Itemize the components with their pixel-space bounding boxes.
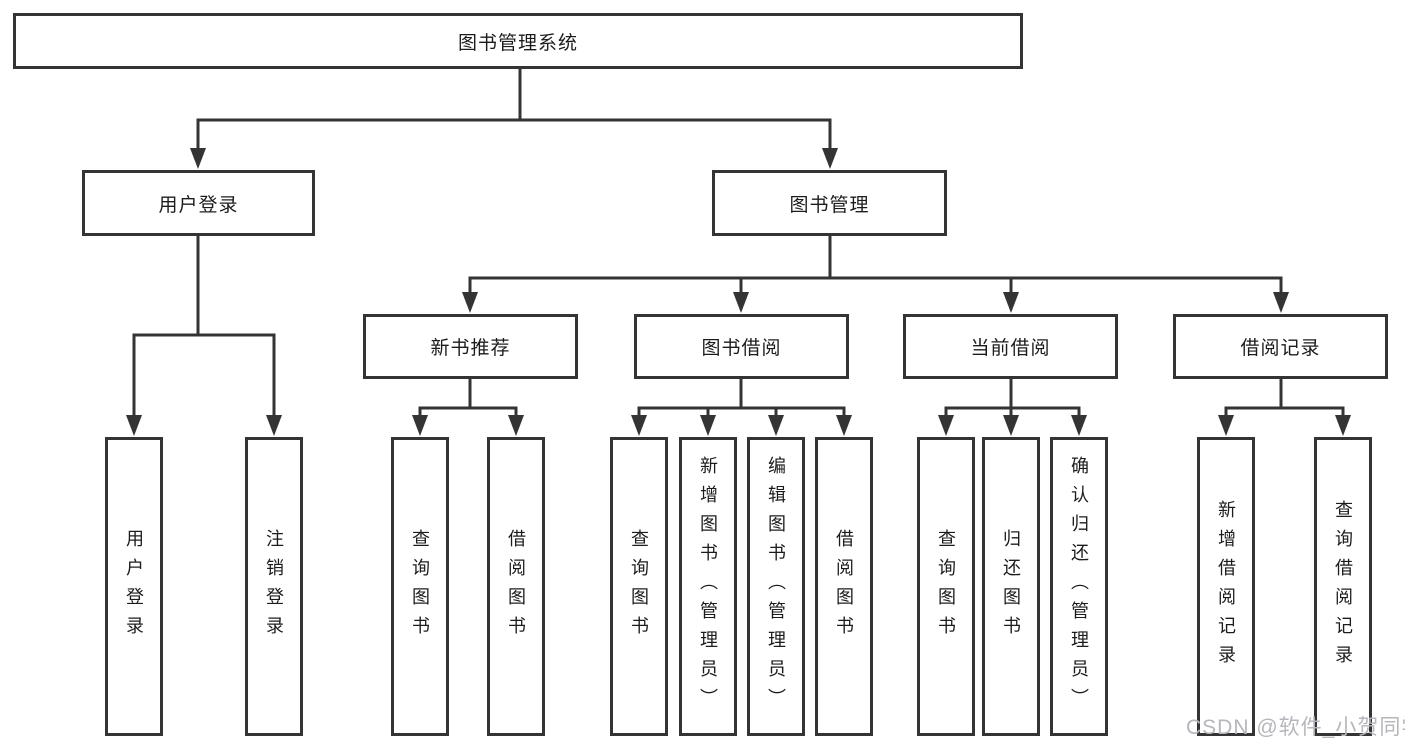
leaf-label: 查询借阅记录 — [1333, 499, 1353, 674]
leaf-logout: 注销登录 — [245, 437, 303, 736]
leaf-query-books-3: 查询图书 — [917, 437, 975, 736]
leaf-label: 借阅图书 — [834, 528, 854, 645]
node-new-book-recommend: 新书推荐 — [363, 314, 578, 379]
leaf-label: 归还图书 — [1001, 528, 1021, 645]
leaf-query-books-2: 查询图书 — [610, 437, 668, 736]
leaf-add-borrow-record: 新增借阅记录 — [1197, 437, 1255, 736]
leaf-label: 新增图书（管理员） — [698, 456, 718, 717]
leaf-edit-books-admin: 编辑图书（管理员） — [747, 437, 805, 736]
node-current-borrow: 当前借阅 — [903, 314, 1118, 379]
leaf-query-books-1: 查询图书 — [391, 437, 449, 736]
node-book-management: 图书管理 — [712, 170, 947, 236]
leaf-confirm-return-admin: 确认归还（管理员） — [1050, 437, 1108, 736]
leaf-label: 编辑图书（管理员） — [766, 456, 786, 717]
leaf-query-borrow-record: 查询借阅记录 — [1314, 437, 1372, 736]
leaf-label: 新增借阅记录 — [1216, 499, 1236, 674]
leaf-label: 查询图书 — [410, 528, 430, 645]
leaf-label: 用户登录 — [124, 528, 144, 645]
node-borrow-records: 借阅记录 — [1173, 314, 1388, 379]
leaf-borrow-books-2: 借阅图书 — [815, 437, 873, 736]
node-root: 图书管理系统 — [13, 13, 1023, 69]
leaf-label: 查询图书 — [629, 528, 649, 645]
leaf-label: 查询图书 — [936, 528, 956, 645]
arrowheads — [126, 148, 1351, 436]
leaf-add-books-admin: 新增图书（管理员） — [679, 437, 737, 736]
leaf-user-login: 用户登录 — [105, 437, 163, 736]
leaf-label: 注销登录 — [264, 528, 284, 645]
leaf-borrow-books-1: 借阅图书 — [487, 437, 545, 736]
leaf-label: 确认归还（管理员） — [1069, 456, 1089, 717]
leaf-label: 借阅图书 — [506, 528, 526, 645]
watermark: CSDN @软件_小贺同学 — [1186, 716, 1405, 739]
leaf-return-books: 归还图书 — [982, 437, 1040, 736]
node-user-login: 用户登录 — [82, 170, 315, 236]
node-book-borrow: 图书借阅 — [634, 314, 849, 379]
